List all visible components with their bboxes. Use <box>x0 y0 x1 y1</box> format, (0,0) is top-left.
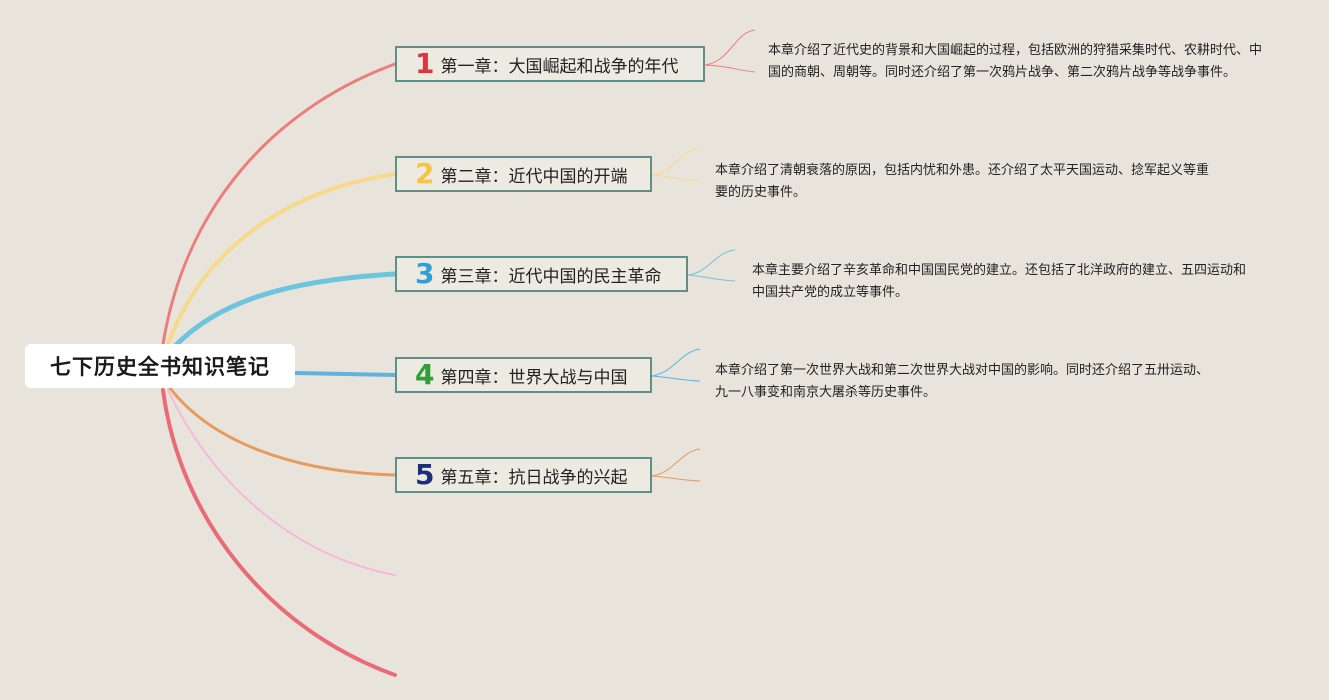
chapter-description-3: 本章主要介绍了辛亥革命和中国国民党的建立。还包括了北洋政府的建立、五四运动和中国… <box>752 263 1247 300</box>
desc-connector-3 <box>687 249 736 282</box>
chapter-title-5: 第五章：抗日战争的兴起 <box>440 467 628 488</box>
root-topic[interactable]: 七下历史全书知识笔记 <box>25 344 295 388</box>
desc-connector-1 <box>704 29 756 73</box>
chapter-number-4: 4 <box>415 358 435 391</box>
branch-line-6 <box>167 389 396 576</box>
desc-connector-2 <box>651 147 701 182</box>
chapter-node-1[interactable]: 1 第一章：大国崛起和战争的年代 <box>395 46 705 82</box>
branch-line-1 <box>161 62 397 346</box>
branch-line-4 <box>293 371 397 377</box>
chapter-node-4[interactable]: 4 第四章：世界大战与中国 <box>395 357 652 393</box>
chapter-number-1: 1 <box>415 47 435 80</box>
chapter-number-2: 2 <box>415 157 435 190</box>
chapter-number-3: 3 <box>415 257 435 290</box>
chapter-title-4: 第四章：世界大战与中国 <box>440 367 628 388</box>
branch-line-3 <box>172 271 398 349</box>
chapter-title-3: 第三章：近代中国的民主革命 <box>440 266 662 287</box>
branch-line-7 <box>161 388 397 677</box>
chapter-node-3[interactable]: 3 第三章：近代中国的民主革命 <box>395 256 688 292</box>
chapter-node-5[interactable]: 5 第五章：抗日战争的兴起 <box>395 457 652 493</box>
desc-connector-4 <box>651 348 701 382</box>
chapter-title-1: 第一章：大国崛起和战争的年代 <box>440 56 679 77</box>
branch-line-2 <box>166 172 397 346</box>
chapter-description-2: 本章介绍了清朝衰落的原因，包括内忧和外患。还介绍了太平天国运动、捻军起义等重要的… <box>715 163 1210 200</box>
root-topic-title: 七下历史全书知识笔记 <box>50 355 270 379</box>
chapter-title-2: 第二章：近代中国的开端 <box>440 166 628 187</box>
chapter-description-1: 本章介绍了近代史的背景和大国崛起的过程，包括欧洲的狩猎采集时代、农耕时代、中国的… <box>768 43 1263 80</box>
chapter-node-2[interactable]: 2 第二章：近代中国的开端 <box>395 156 652 192</box>
chapter-description-4: 本章介绍了第一次世界大战和第二次世界大战对中国的影响。同时还介绍了五卅运动、九一… <box>715 363 1210 400</box>
branch-line-5 <box>168 386 397 477</box>
chapter-number-5: 5 <box>415 458 435 491</box>
desc-connector-5 <box>651 448 701 482</box>
